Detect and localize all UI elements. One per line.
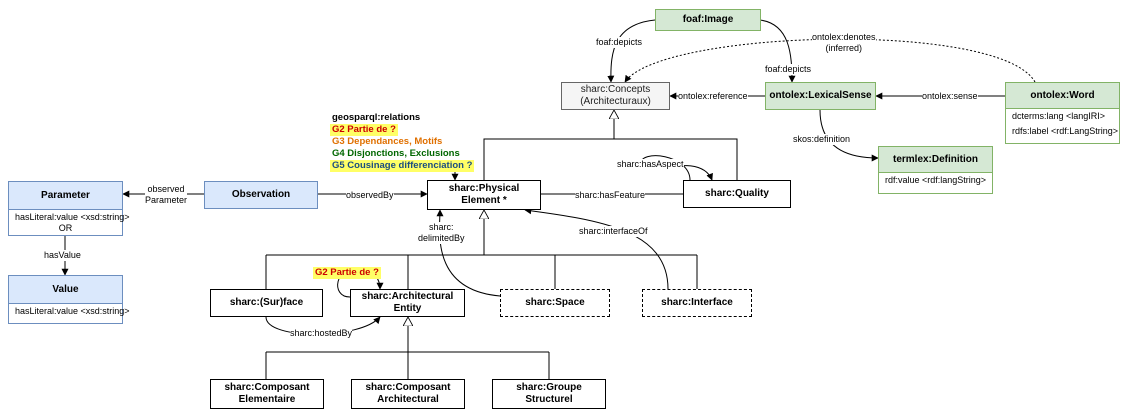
- label-has-feature: sharc:hasFeature: [575, 190, 646, 201]
- surface-box: sharc:(Sur)face: [210, 289, 323, 317]
- label-has-value: hasValue: [44, 250, 81, 261]
- definition-value-attr: rdf:value <rdf:langString>: [885, 175, 987, 185]
- composant-architectural-box: sharc:Composant Architectural: [351, 379, 465, 409]
- parameter-literal-attr: hasLiteral:value <xsd:string>: [15, 212, 130, 222]
- label-observed-by: observedBy: [346, 190, 394, 201]
- label-ontolex-sense: ontolex:sense: [922, 91, 978, 102]
- geosparql-g3: G3 Dependances, Motifs: [332, 136, 443, 147]
- quality-box: sharc:Quality: [683, 180, 791, 208]
- geosparql-title: geosparql:relations: [332, 112, 421, 123]
- label-ontolex-reference: ontolex:reference: [678, 91, 748, 102]
- geosparql-g2: G2 Partie de ?: [330, 124, 398, 136]
- edge-ontolex-denotes: [624, 38, 1036, 83]
- concepts-box: sharc:Concepts (Architecturaux): [561, 82, 670, 110]
- edge-quality-concepts: [614, 138, 738, 180]
- foaf-image-box: foaf:Image: [655, 9, 761, 31]
- architectural-entity-box: sharc:Architectural Entity: [350, 289, 465, 317]
- label-ontolex-denotes: ontolex:denotes (inferred): [812, 32, 876, 54]
- label-hosted-by: sharc:hostedBy: [290, 328, 353, 339]
- partie-de-text: G2 Partie de ?: [313, 267, 381, 279]
- geosparql-g4: G4 Disjonctions, Exclusions: [332, 148, 460, 159]
- word-label-attr: rdfs:label <rdf:LangString>: [1012, 126, 1119, 136]
- edge-physical-concepts: [483, 110, 614, 180]
- label-has-aspect: sharc:hasAspect: [617, 159, 684, 170]
- word-lang-attr: dcterms:lang <langIRI>: [1012, 111, 1106, 121]
- label-foaf-depicts-right: foaf:depicts: [765, 64, 812, 75]
- definition-class: termlex:Definition rdf:value <rdf:langSt…: [878, 146, 993, 194]
- label-foaf-depicts-left: foaf:depicts: [596, 37, 643, 48]
- physical-element-box: sharc:Physical Element *: [427, 180, 541, 210]
- composant-elementaire-box: sharc:Composant Elementaire: [210, 379, 324, 409]
- edge-interface-of: [524, 207, 669, 290]
- interface-box: sharc:Interface: [642, 289, 752, 317]
- label-delimited-by: sharc: delimitedBy: [418, 222, 465, 244]
- observation-box: Observation: [204, 181, 318, 209]
- label-skos-definition: skos:definition: [793, 134, 851, 145]
- geosparql-g5: G5 Cousinage differenciation ?: [330, 160, 475, 172]
- value-literal-attr: hasLiteral:value <xsd:string>: [15, 306, 130, 316]
- value-class: Value hasLiteral:value <xsd:string>: [8, 275, 130, 324]
- label-interface-of: sharc:interfaceOf: [579, 226, 648, 237]
- definition-title: termlex:Definition: [879, 147, 992, 173]
- parameter-or-attr: OR: [58, 223, 73, 233]
- label-observed-parameter: observed Parameter: [145, 184, 188, 206]
- lexical-sense-box: ontolex:LexicalSense: [765, 82, 876, 110]
- parameter-title: Parameter: [9, 182, 122, 210]
- parameter-class: Parameter hasLiteral:value <xsd:string> …: [8, 181, 130, 236]
- space-box: sharc:Space: [500, 289, 610, 317]
- label-partie-de: G2 Partie de ?: [313, 267, 381, 279]
- word-title: ontolex:Word: [1006, 83, 1119, 109]
- edge-foaf-depicts-left: [607, 19, 656, 83]
- value-title: Value: [9, 276, 122, 304]
- edge-skos-definition: [819, 109, 879, 162]
- groupe-structurel-box: sharc:Groupe Structurel: [492, 379, 606, 409]
- edge-delimited-by: [436, 209, 501, 297]
- word-class: ontolex:Word dcterms:lang <langIRI> rdfs…: [1005, 82, 1120, 144]
